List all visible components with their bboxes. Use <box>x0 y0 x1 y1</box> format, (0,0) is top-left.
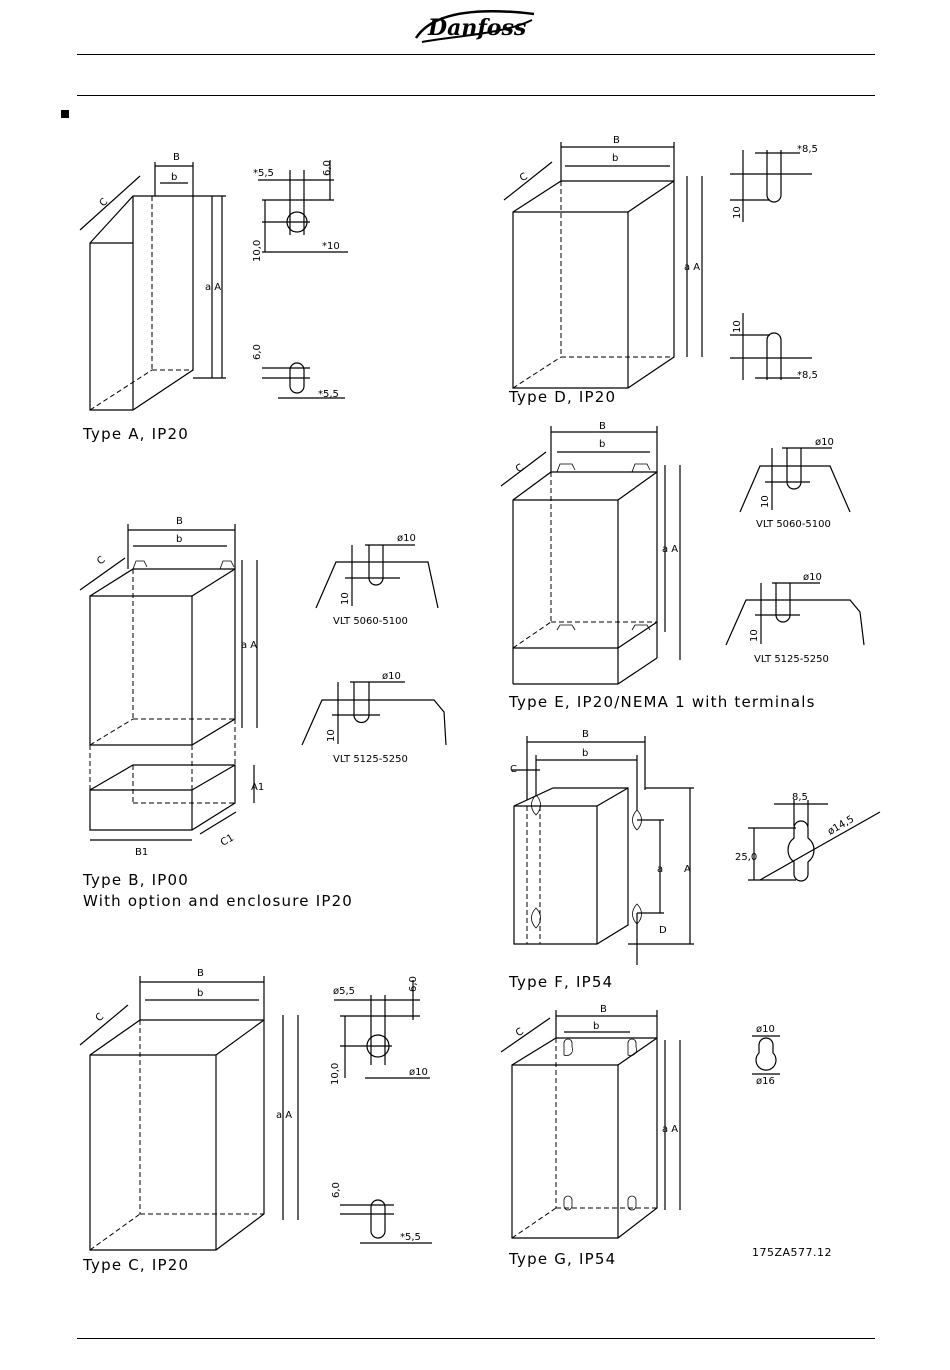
type-d-caption: Type D, IP20 <box>509 388 617 406</box>
type-e-detail1-h: 10 <box>760 495 771 508</box>
type-f-label-C: C <box>510 764 517 775</box>
type-a-detail-both: 6,0 <box>252 344 263 360</box>
type-e-caption: Type E, IP20/NEMA 1 with terminals <box>509 693 816 711</box>
type-b-label-b: b <box>176 534 182 545</box>
type-d-detail-topw: *8,5 <box>797 144 818 155</box>
type-d-detail-botw: *8,5 <box>797 370 818 381</box>
type-d-label-aA: a A <box>684 262 700 273</box>
type-b-label-A1: A1 <box>251 782 264 793</box>
danfoss-logo: Danfoss <box>414 10 535 43</box>
type-g-label-aA: a A <box>662 1124 678 1135</box>
type-c-label-b: b <box>197 988 203 999</box>
brand-text: Danfoss <box>427 15 526 41</box>
type-b-caption-2: With option and enclosure IP20 <box>83 892 354 910</box>
type-a-detail-botw: *5,5 <box>318 389 339 400</box>
type-g-detail-top: ø10 <box>756 1024 775 1035</box>
type-d-label-b: b <box>612 153 618 164</box>
type-e-detail2-caption: VLT 5125-5250 <box>754 654 829 665</box>
drawing-number: 175ZA577.12 <box>752 1246 833 1259</box>
type-b-label-aA: a A <box>241 640 257 651</box>
type-b-caption-1: Type B, IP00 <box>83 871 190 889</box>
type-g-label-b: b <box>593 1021 599 1032</box>
type-g-label-B: B <box>600 1004 607 1015</box>
type-f-label-B: B <box>582 729 589 740</box>
type-b-detail2-h: 10 <box>326 729 337 742</box>
type-c-label-aA: a A <box>276 1110 292 1121</box>
type-b-detail1-dia: ø10 <box>397 533 416 544</box>
type-c-detail-toph: 6,0 <box>408 976 419 992</box>
type-a-detail-hole: *10 <box>322 241 340 252</box>
type-f-detail-h: 25,0 <box>735 852 757 863</box>
type-a-caption: Type A, IP20 <box>83 425 189 443</box>
type-e-detail2-dia: ø10 <box>803 572 822 583</box>
type-e-detail1-caption: VLT 5060-5100 <box>756 519 831 530</box>
footer-rule <box>77 1338 875 1339</box>
type-d-detail-toph: 10 <box>732 206 743 219</box>
type-c-detail-botw: *5,5 <box>400 1232 421 1243</box>
type-d-detail-both: 10 <box>732 320 743 333</box>
type-g-caption: Type G, IP54 <box>509 1250 617 1268</box>
type-c-label-B: B <box>197 968 204 979</box>
type-g-detail-bot: ø16 <box>756 1076 775 1087</box>
type-d-label-B: B <box>613 135 620 146</box>
type-e-detail1-dia: ø10 <box>815 437 834 448</box>
type-b-detail2-caption: VLT 5125-5250 <box>333 754 408 765</box>
type-f-caption: Type F, IP54 <box>509 973 614 991</box>
type-f-detail-w: 8,5 <box>792 792 808 803</box>
type-c-detail-topw: ø5,5 <box>333 986 355 997</box>
type-a-label-aA: a A <box>205 282 221 293</box>
type-a-label-b: b <box>171 172 177 183</box>
type-e-label-b: b <box>599 439 605 450</box>
type-c-caption: Type C, IP20 <box>83 1256 190 1274</box>
type-a-detail-toph: 6,0 <box>322 160 333 176</box>
header-rule <box>77 54 875 55</box>
type-b-label-B1: B1 <box>135 847 148 858</box>
section-bullet <box>61 110 69 118</box>
type-g-label-C: C <box>514 1026 526 1039</box>
type-f-label-D: D <box>659 925 667 936</box>
section-rule <box>77 95 875 96</box>
type-f-label-A: A <box>684 864 691 875</box>
type-b-detail1-caption: VLT 5060-5100 <box>333 616 408 627</box>
type-c-detail-hole: ø10 <box>409 1067 428 1078</box>
type-a-detail-slot: 10,0 <box>252 240 263 262</box>
type-b-detail2-dia: ø10 <box>382 671 401 682</box>
type-c-detail-slot: 10,0 <box>330 1063 341 1085</box>
type-c-detail-both: 6,0 <box>331 1182 342 1198</box>
type-b-detail1-h: 10 <box>340 592 351 605</box>
type-b-label-B: B <box>176 516 183 527</box>
type-f-label-a: a <box>657 864 663 875</box>
type-a-detail-topw: *5,5 <box>253 168 274 179</box>
type-e-label-B: B <box>599 421 606 432</box>
type-f-label-b: b <box>582 748 588 759</box>
type-e-label-aA: a A <box>662 544 678 555</box>
type-e-detail2-h: 10 <box>749 629 760 642</box>
type-a-label-B: B <box>173 152 180 163</box>
